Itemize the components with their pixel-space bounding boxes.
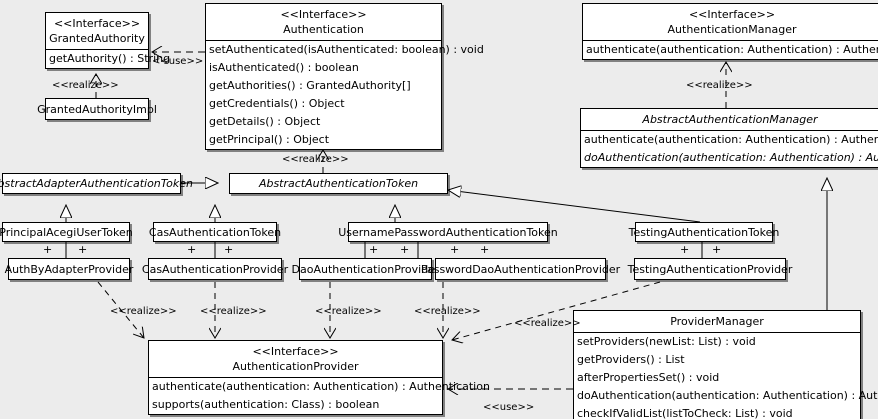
- member-row: isAuthenticated() : boolean: [209, 61, 359, 74]
- stereotype-label: <<Interface>>: [252, 345, 339, 358]
- edge-label-realize-authentication: <<realize>>: [282, 154, 349, 165]
- stereotype-label: <<Interface>>: [53, 17, 141, 30]
- member-row: getDetails() : Object: [209, 115, 321, 128]
- members-compartment: setAuthenticated(isAuthenticated: boolea…: [206, 40, 484, 149]
- class-granted-authority[interactable]: <<Interface>> GrantedAuthority getAuthor…: [45, 12, 171, 69]
- class-auth-by-adapter-provider[interactable]: AuthByAdapterProvider: [5, 258, 133, 280]
- class-dao-authentication-provider[interactable]: DaoAuthenticationProvider: [292, 258, 440, 280]
- class-name: PrincipalAcegiUserToken: [0, 225, 133, 239]
- assoc-visibility-marker: +: [480, 243, 490, 256]
- member-row: doAuthentication(authentication: Authent…: [577, 389, 878, 402]
- member-row: getAuthorities() : GrantedAuthority[]: [209, 79, 411, 92]
- class-name: AbstractAuthenticationManager: [642, 113, 818, 126]
- class-name: CasAuthenticationProvider: [141, 262, 289, 276]
- assoc-visibility-marker: +: [400, 243, 410, 256]
- edge-label-realize-granted-authority-impl: <<realize>>: [52, 80, 119, 91]
- class-abstract-authentication-token[interactable]: AbstractAuthenticationToken: [229, 173, 448, 194]
- assoc-visibility-marker: +: [43, 243, 53, 256]
- assoc-visibility-marker: +: [187, 243, 197, 256]
- class-name: Authentication: [283, 23, 364, 36]
- class-abstract-authentication-manager[interactable]: AbstractAuthenticationManager authentica…: [580, 108, 878, 168]
- edge-label-realize-auth-by-adapter: <<realize>>: [110, 306, 177, 317]
- assoc-visibility-marker: +: [712, 243, 722, 256]
- class-name: UsernamePasswordAuthenticationToken: [338, 225, 558, 239]
- class-name: AuthenticationProvider: [232, 360, 359, 373]
- class-provider-manager[interactable]: ProviderManager setProviders(newList: Li…: [573, 310, 878, 419]
- member-row: doAuthentication(authentication: Authent…: [584, 151, 878, 164]
- member-row: authenticate(authentication: Authenticat…: [586, 43, 878, 56]
- class-name: AbstractAuthenticationToken: [258, 177, 419, 190]
- member-row: getProviders() : List: [577, 353, 685, 366]
- class-name: TestingAuthenticationToken: [628, 225, 780, 239]
- class-principal-acegi-user-token[interactable]: PrincipalAcegiUserToken: [0, 222, 133, 242]
- class-authentication[interactable]: <<Interface>> Authentication setAuthenti…: [205, 3, 484, 150]
- member-row: getPrincipal() : Object: [209, 133, 330, 146]
- member-row: supports(authentication: Class) : boolea…: [152, 398, 380, 411]
- edge-label-realize-dao-provider: <<realize>>: [315, 306, 382, 317]
- class-name: PasswordDaoAuthenticationProvider: [420, 262, 621, 276]
- class-name: AuthByAdapterProvider: [4, 262, 134, 276]
- assoc-visibility-marker: +: [680, 243, 690, 256]
- stereotype-label: <<Interface>>: [280, 8, 367, 21]
- members-compartment: authenticate(authentication: Authenticat…: [583, 40, 878, 59]
- class-username-password-authentication-token[interactable]: UsernamePasswordAuthenticationToken: [338, 222, 558, 242]
- class-authentication-provider[interactable]: <<Interface>> AuthenticationProvider aut…: [148, 340, 490, 415]
- class-name: AbstractAdapterAuthenticationToken: [0, 177, 193, 190]
- edge-label-use-granted-authority: <<use>>: [152, 56, 204, 67]
- edge-label-realize-cas-provider: <<realize>>: [200, 306, 267, 317]
- class-name: CasAuthenticationToken: [148, 225, 282, 239]
- member-row: setProviders(newList: List) : void: [577, 335, 756, 348]
- members-compartment: authenticate(authentication: Authenticat…: [581, 130, 878, 167]
- member-row: setAuthenticated(isAuthenticated: boolea…: [209, 43, 484, 56]
- members-compartment: setProviders(newList: List) : void getPr…: [574, 332, 878, 419]
- edge-generalize-testing-token: [448, 190, 701, 223]
- member-row: afterPropertiesSet() : void: [577, 371, 720, 384]
- edge-label-use-provider-manager: <<use>>: [483, 402, 535, 413]
- member-row: authenticate(authentication: Authenticat…: [152, 380, 490, 393]
- assoc-visibility-marker: +: [450, 243, 460, 256]
- members-compartment: authenticate(authentication: Authenticat…: [149, 377, 490, 414]
- member-row: getAuthority() : String: [49, 52, 171, 65]
- assoc-visibility-marker: +: [369, 243, 379, 256]
- members-compartment: getAuthority() : String: [46, 49, 171, 68]
- member-row: getCredentials() : Object: [209, 97, 345, 110]
- edge-label-realize-authentication-manager: <<realize>>: [686, 80, 753, 91]
- class-name: ProviderManager: [670, 315, 764, 328]
- class-testing-authentication-provider[interactable]: TestingAuthenticationProvider: [628, 258, 792, 280]
- class-authentication-manager[interactable]: <<Interface>> AuthenticationManager auth…: [582, 3, 878, 60]
- class-cas-authentication-token[interactable]: CasAuthenticationToken: [149, 222, 281, 242]
- class-abstract-adapter-authentication-token[interactable]: AbstractAdapterAuthenticationToken: [0, 173, 193, 194]
- class-granted-authority-impl[interactable]: GrantedAuthorityImpl: [37, 98, 157, 120]
- assoc-visibility-marker: +: [78, 243, 88, 256]
- stereotype-label: <<Interface>>: [688, 8, 776, 21]
- edge-label-realize-testing-provider: <<realize>>: [514, 318, 581, 329]
- class-testing-authentication-token[interactable]: TestingAuthenticationToken: [629, 222, 779, 242]
- class-name: AuthenticationManager: [667, 23, 797, 36]
- class-name: TestingAuthenticationProvider: [627, 262, 793, 276]
- class-name: GrantedAuthorityImpl: [37, 102, 157, 116]
- class-name: DaoAuthenticationProvider: [291, 262, 440, 276]
- member-row: authenticate(authentication: Authenticat…: [584, 133, 878, 146]
- class-cas-authentication-provider[interactable]: CasAuthenticationProvider: [142, 258, 288, 280]
- edge-label-realize-password-dao-provider: <<realize>>: [414, 306, 481, 317]
- assoc-visibility-marker: +: [224, 243, 234, 256]
- member-row: checkIfValidList(listToCheck: List) : vo…: [577, 407, 793, 419]
- class-name: GrantedAuthority: [49, 32, 145, 45]
- class-password-dao-authentication-provider[interactable]: PasswordDaoAuthenticationProvider: [421, 258, 620, 280]
